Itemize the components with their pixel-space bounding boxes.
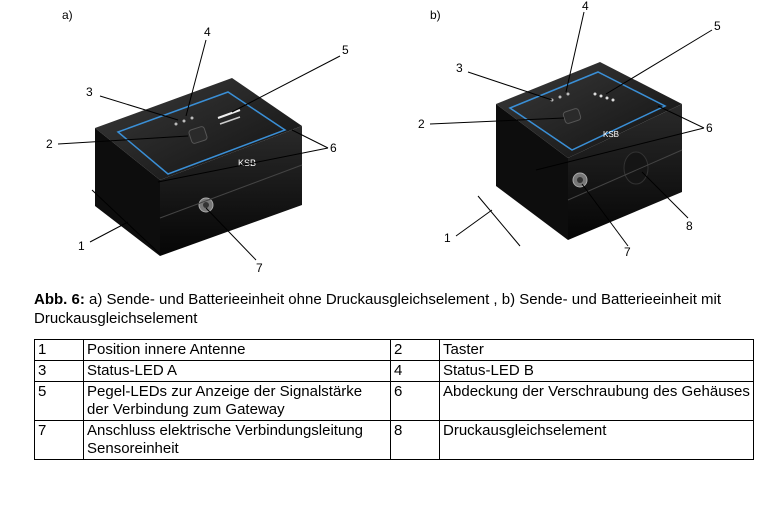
device-b: KSB: [496, 62, 683, 240]
legend-description: Position innere Antenne: [83, 339, 391, 361]
figure-caption: Abb. 6: a) Sende- und Batterieeinheit oh…: [34, 290, 754, 328]
legend-number: 5: [34, 381, 84, 421]
legend-number: 1: [34, 339, 84, 361]
callout-b-3: 3: [456, 61, 463, 75]
device-illustration: KSB KSB: [46, 0, 721, 275]
table-row: 5 Pegel-LEDs zur Anzeige der Signalstärk…: [34, 381, 754, 421]
button-icon: [188, 126, 208, 144]
device-a: KSB: [95, 78, 303, 256]
callout-a-1: 1: [78, 239, 85, 253]
caption-label: Abb. 6:: [34, 291, 85, 308]
callout-b-5: 5: [714, 19, 721, 33]
callout-a-3: 3: [86, 85, 93, 99]
callout-b-2: 2: [418, 117, 425, 131]
button-b-icon: [562, 108, 582, 124]
callout-a-5: 5: [342, 43, 349, 57]
legend-table: 1 Position innere Antenne 2 Taster 3 Sta…: [34, 339, 754, 460]
callout-b-6: 6: [706, 121, 713, 135]
legend-number: 2: [390, 339, 440, 361]
table-row: 7 Anschluss elektrische Verbindungsleitu…: [34, 420, 754, 460]
callout-a-6: 6: [330, 141, 337, 155]
callout-a-7: 7: [256, 261, 263, 275]
legend-number: 4: [390, 360, 440, 382]
legend-description: Pegel-LEDs zur Anzeige der Signalstärke …: [83, 381, 391, 421]
legend-number: 8: [390, 420, 440, 460]
legend-description: Anschluss elektrische Verbindungsleitung…: [83, 420, 391, 460]
legend-description: Status-LED A: [83, 360, 391, 382]
table-row: 3 Status-LED A 4 Status-LED B: [34, 360, 754, 382]
pressure-element-icon: [623, 151, 649, 185]
callout-b-8: 8: [686, 219, 693, 233]
logo-a: KSB: [238, 158, 256, 168]
callout-b-4: 4: [582, 0, 589, 13]
legend-number: 6: [390, 381, 440, 421]
panel-label-b: b): [430, 8, 441, 22]
product-figure: a) b) KSB: [46, 0, 721, 275]
legend-description: Druckausgleichselement: [439, 420, 754, 460]
callout-a-4: 4: [204, 25, 211, 39]
callout-b-7: 7: [624, 245, 631, 259]
caption-text: a) Sende- und Batterieeinheit ohne Druck…: [34, 291, 722, 327]
legend-description: Status-LED B: [439, 360, 754, 382]
legend-description: Abdeckung der Verschraubung des Gehäuses: [439, 381, 754, 421]
legend-number: 3: [34, 360, 84, 382]
callout-a-2: 2: [46, 137, 53, 151]
panel-label-a: a): [62, 8, 73, 22]
legend-number: 7: [34, 420, 84, 460]
callout-b-1: 1: [444, 231, 451, 245]
legend-description: Taster: [439, 339, 754, 361]
table-row: 1 Position innere Antenne 2 Taster: [34, 339, 754, 361]
logo-b: KSB: [603, 130, 619, 139]
